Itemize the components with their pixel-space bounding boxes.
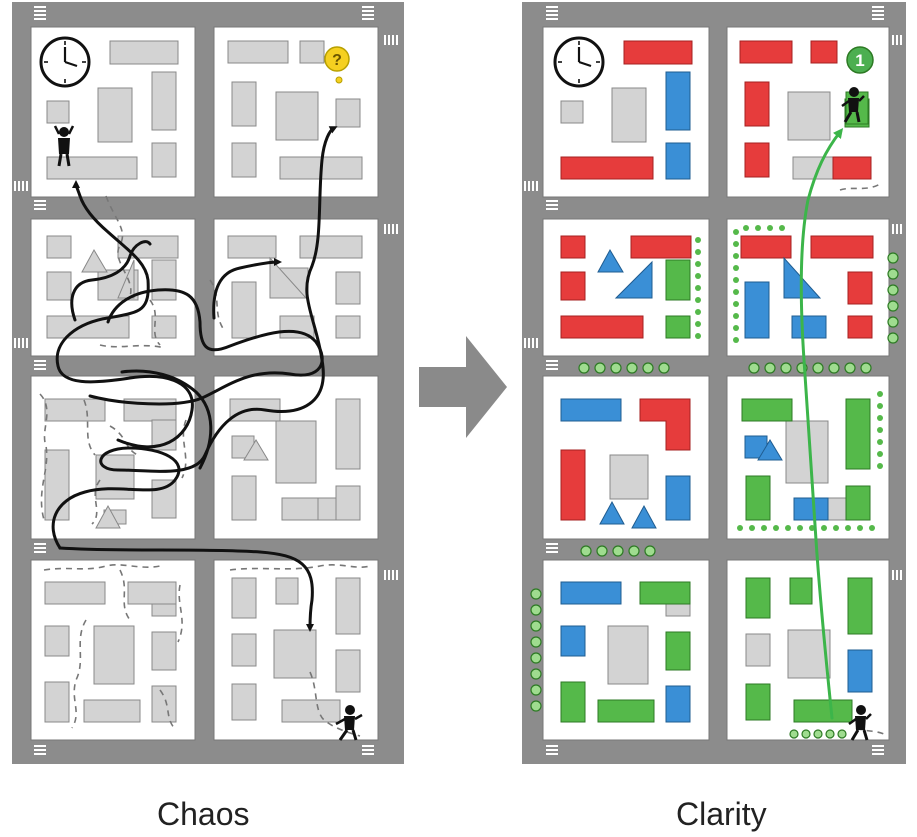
clock-icon xyxy=(553,36,605,88)
zone-green xyxy=(560,98,873,723)
zone-red xyxy=(560,40,874,521)
crosswalk-marks xyxy=(14,6,398,755)
person-icon xyxy=(841,87,865,123)
green-dot-markers xyxy=(530,252,899,739)
chaos-triangles xyxy=(81,248,308,529)
person-icon xyxy=(848,705,872,741)
clock-icon xyxy=(39,36,91,88)
clarity-map: 1 xyxy=(522,2,906,764)
chaos-furniture xyxy=(44,40,363,723)
crosswalk-marks xyxy=(524,6,902,755)
question-icon: ? xyxy=(324,46,350,84)
small-green-dots xyxy=(695,225,883,531)
chaos-path xyxy=(51,126,338,632)
person-icon xyxy=(53,125,75,167)
chaos-caption: Chaos xyxy=(157,796,250,832)
arrow-right-icon xyxy=(419,336,507,438)
step-number: 1 xyxy=(855,51,864,70)
chaos-map: ? xyxy=(12,2,404,764)
person-icon xyxy=(335,705,363,741)
chaos-footprints xyxy=(39,195,371,737)
zone-blue xyxy=(560,71,873,723)
question-mark: ? xyxy=(332,52,342,69)
clarity-path xyxy=(799,128,844,720)
clarity-caption: Clarity xyxy=(676,796,767,832)
